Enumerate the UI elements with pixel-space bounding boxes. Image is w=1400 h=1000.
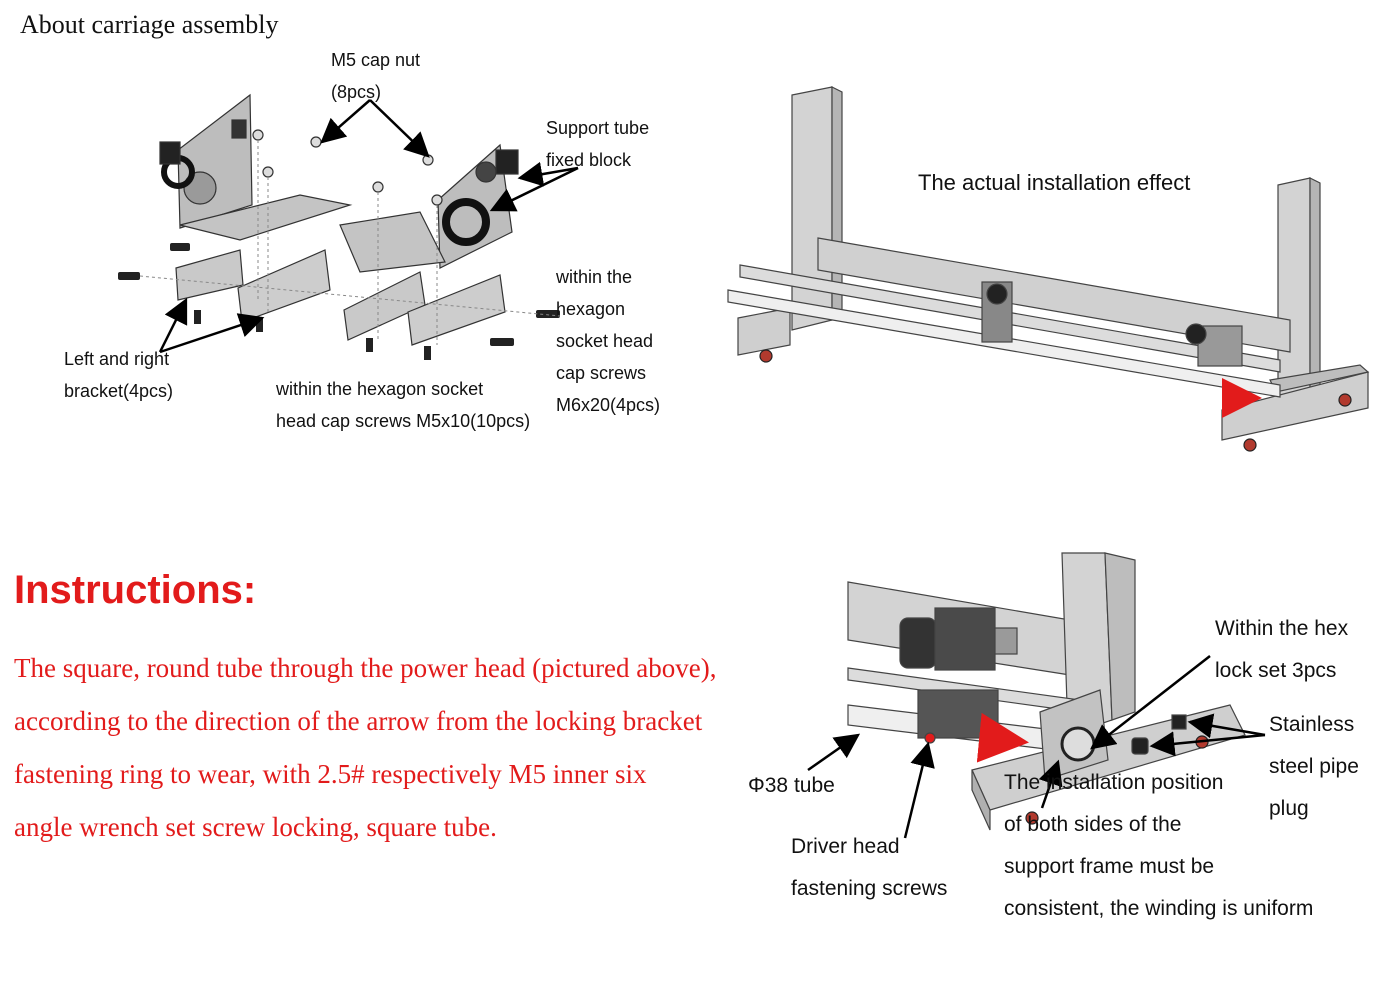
label-bracket: Left and right bracket(4pcs) — [64, 343, 173, 407]
label-line: M5 cap nut — [331, 50, 421, 70]
label-line: fastening screws — [791, 877, 948, 900]
label-pipe-plug: Stainless steel pipe plug — [1269, 704, 1359, 830]
label-line: within the — [556, 267, 633, 287]
label-cap-nut: M5 cap nut (8pcs) — [331, 44, 420, 108]
left-base-plate — [179, 194, 353, 241]
label-line: M6x20(4pcs) — [556, 395, 661, 415]
carriage-exploded-view — [118, 93, 561, 360]
label-line: socket head — [556, 331, 654, 351]
label-line: plug — [1269, 797, 1309, 820]
label-line: support frame must be — [1004, 855, 1215, 878]
screws — [118, 243, 560, 360]
label-hex-m5: within the hexagon socket head cap screw… — [276, 373, 530, 437]
label-line: steel pipe — [1269, 755, 1359, 778]
left-bracket-a — [175, 249, 244, 301]
label-line: lock set 3pcs — [1215, 659, 1337, 682]
label-support-tube: Support tube fixed block — [546, 112, 649, 176]
label-line: (8pcs) — [331, 82, 382, 102]
instruction-line: fastening ring to wear, with 2.5# respec… — [14, 759, 647, 789]
label-line: Support tube — [546, 118, 650, 138]
instruction-line: according to the direction of the arrow … — [14, 706, 703, 736]
right-base-plate — [339, 211, 446, 273]
label-hex-lock: Within the hex lock set 3pcs — [1215, 608, 1348, 692]
label-line: Stainless — [1269, 713, 1355, 736]
label-line: Driver head — [791, 835, 900, 858]
instructions-body: The square, round tube through the power… — [14, 642, 717, 854]
left-bracket-b — [237, 249, 331, 323]
right-clamp-ring — [442, 198, 490, 246]
label-installation-effect: The actual installation effect — [918, 170, 1191, 195]
label-line: fixed block — [546, 150, 632, 170]
instruction-line: The square, round tube through the power… — [14, 653, 717, 683]
label-line: Within the hex — [1215, 617, 1349, 640]
leader-arrows-bottom-right — [807, 655, 1266, 839]
leader-arrows-top-left — [158, 99, 579, 354]
label-driver-head: Driver head fastening screws — [791, 826, 947, 910]
label-line: cap screws — [556, 363, 647, 383]
power-head-closeup — [847, 552, 1246, 831]
label-line: hexagon — [556, 299, 626, 319]
cap-nuts — [252, 129, 443, 206]
instruction-line: angle wrench set screw locking, square t… — [14, 812, 497, 842]
label-install-position: The installation position of both sides … — [1004, 762, 1313, 930]
label-line: of both sides of the — [1004, 813, 1182, 836]
label-hex-m6: within the hexagon socket head cap screw… — [556, 261, 660, 421]
label-tube: Φ38 tube — [748, 774, 835, 797]
page-title: About carriage assembly — [20, 10, 279, 39]
label-line: The installation position — [1004, 771, 1224, 794]
label-line: consistent, the winding is uniform — [1004, 897, 1314, 920]
instructions-heading: Instructions: — [14, 568, 257, 612]
label-line: within the hexagon socket — [276, 379, 484, 399]
installed-frame-view — [727, 86, 1370, 452]
label-line: bracket(4pcs) — [64, 381, 174, 401]
right-bracket-b — [407, 274, 506, 346]
label-line: Left and right — [64, 349, 170, 369]
label-line: head cap screws M5x10(10pcs) — [276, 411, 531, 431]
